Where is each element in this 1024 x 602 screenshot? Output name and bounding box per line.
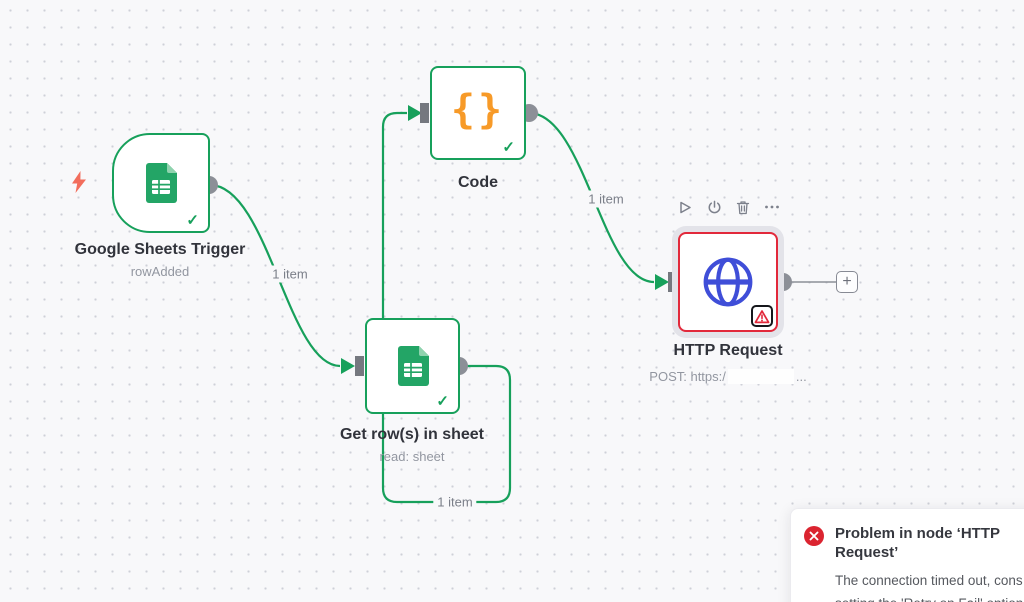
node-label: HTTP Request <box>673 342 783 359</box>
output-port-http[interactable] <box>774 273 792 291</box>
url-suffix: ... <box>795 369 807 384</box>
toast-message-line: The connection timed out, cons <box>835 573 1023 588</box>
code-braces-icon: {} <box>450 87 506 133</box>
ellipsis-icon[interactable] <box>764 199 780 215</box>
input-port-getrows[interactable] <box>355 356 364 376</box>
node-subtitle: read: sheet <box>379 449 445 464</box>
warning-badge-icon <box>751 305 773 327</box>
toast-text: Problem in node ‘HTTP Request’ The conne… <box>835 524 1023 602</box>
toast-title: Problem in node ‘HTTP Request’ <box>835 525 1000 561</box>
url-prefix: POST: https:/ <box>649 369 726 384</box>
google-sheets-icon <box>397 346 429 386</box>
redacted-url-segment <box>727 369 794 384</box>
lightning-bolt-icon <box>72 171 86 193</box>
node-http-request[interactable] <box>678 232 778 332</box>
error-toast[interactable]: Problem in node ‘HTTP Request’ The conne… <box>790 508 1024 602</box>
plus-button[interactable]: + <box>836 271 858 293</box>
play-icon[interactable] <box>677 199 693 215</box>
success-check-icon: ✓ <box>186 212 199 229</box>
input-port-http[interactable] <box>668 272 677 292</box>
node-get-rows-in-sheet[interactable]: ✓ <box>365 318 460 414</box>
item-count-label: 1 item <box>584 190 628 208</box>
node-subtitle: POST: https:/ ... <box>603 369 853 384</box>
input-port-code[interactable] <box>420 103 429 123</box>
toast-message-line: setting the 'Retry on Fail' option <box>835 592 1023 602</box>
arrowhead-icon <box>341 358 355 374</box>
arrowhead-icon <box>408 105 422 121</box>
error-circle-icon <box>804 526 824 546</box>
node-google-sheets-trigger[interactable]: ✓ <box>112 133 210 233</box>
success-check-icon: ✓ <box>502 139 515 156</box>
success-check-icon: ✓ <box>436 393 449 410</box>
node-subtitle: rowAdded <box>130 264 190 279</box>
node-toolbar <box>677 199 780 215</box>
item-count-label: 1 item <box>268 265 312 283</box>
node-label: Get row(s) in sheet <box>339 426 485 443</box>
trash-icon[interactable] <box>735 199 751 215</box>
power-icon[interactable] <box>706 199 722 215</box>
google-sheets-icon <box>146 163 177 203</box>
arrowhead-icon <box>655 274 669 290</box>
node-code[interactable]: {} ✓ <box>430 66 526 160</box>
node-label: Code <box>458 174 498 191</box>
node-label: Google Sheets Trigger <box>74 241 246 258</box>
globe-icon <box>703 257 753 307</box>
item-count-label: 1 item <box>433 493 477 511</box>
